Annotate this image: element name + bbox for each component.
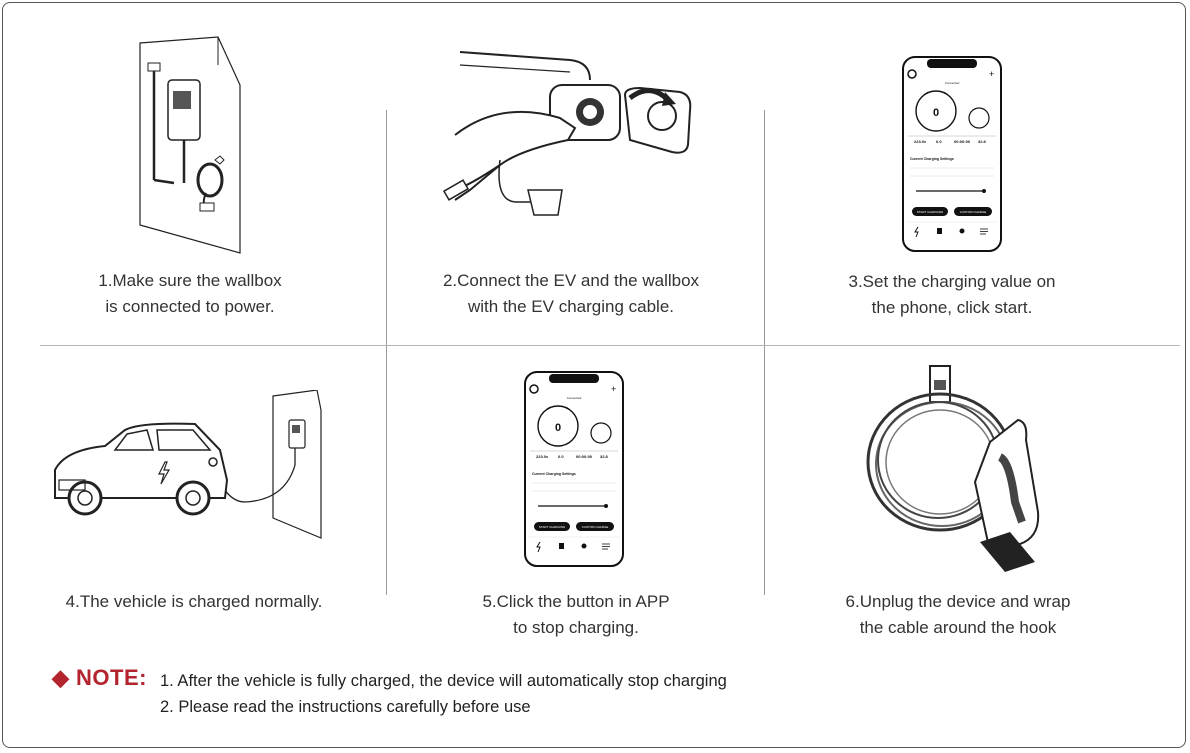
grid-divider-vertical-2 [764,110,765,595]
step-6-line-2: the cable around the hook [859,618,1057,637]
svg-text:CUSTOM CHARGE: CUSTOM CHARGE [960,210,987,214]
svg-text:START CHARGING: START CHARGING [539,525,566,529]
note-label: ◆ NOTE: [52,665,147,690]
step-3-line-2: the phone, click start. [871,298,1033,317]
step-1-line-1: 1.Make sure the wallbox [98,271,282,290]
step-1-caption: 1.Make sure the wallbox is connected to … [60,268,320,320]
svg-text:32.8: 32.8 [978,139,987,144]
step-2-line-2: with the EV charging cable. [467,297,674,316]
svg-text:0: 0 [555,422,561,434]
svg-text:0.0: 0.0 [558,454,564,459]
svg-text:Current Charging Settings: Current Charging Settings [532,472,576,476]
phone-app-illustration: + Connected 0 223.0v 0.0 00:00:00 32.8 C… [902,56,1002,252]
step-6-caption: 6.Unplug the device and wrap the cable a… [808,589,1108,641]
svg-text:223.0v: 223.0v [914,139,927,144]
svg-text:START CHARGING: START CHARGING [917,210,944,214]
svg-text:223.0v: 223.0v [536,454,549,459]
step-3-caption: 3.Set the charging value on the phone, c… [812,269,1092,321]
step-4-line-1: 4.The vehicle is charged normally. [65,592,323,611]
svg-text:Connected: Connected [567,396,582,400]
step-5-line-2: to stop charging. [513,618,639,637]
svg-text:+: + [989,69,994,79]
wallbox-on-wall-illustration [139,36,241,254]
svg-text:Current Charging Settings: Current Charging Settings [910,157,954,161]
step-1-line-2: is connected to power. [105,297,275,316]
grid-divider-horizontal [40,345,1180,346]
step-4-caption: 4.The vehicle is charged normally. [44,589,344,615]
step-6-line-1: 6.Unplug the device and wrap [845,592,1071,611]
connect-plug-illustration [442,51,692,216]
svg-text:+: + [611,384,616,394]
cable-on-hook-illustration [866,365,1040,572]
note-line-2: 2. Please read the instructions carefull… [160,698,531,716]
note-lines: 1. After the vehicle is fully charged, t… [160,668,727,720]
note-line-1: 1. After the vehicle is fully charged, t… [160,672,727,690]
svg-text:0: 0 [933,107,939,119]
svg-text:CUSTOM CHARGE: CUSTOM CHARGE [582,525,609,529]
step-2-caption: 2.Connect the EV and the wallbox with th… [396,268,746,320]
step-5-line-1: 5.Click the button in APP [482,592,670,611]
phone-status-text: Connected [945,81,960,85]
svg-text:32.8: 32.8 [600,454,609,459]
svg-text:00:00:00: 00:00:00 [576,454,593,459]
svg-text:00:00:00: 00:00:00 [954,139,971,144]
step-2-line-1: 2.Connect the EV and the wallbox [442,271,700,290]
car-charging-illustration [54,390,322,539]
grid-divider-vertical-1 [386,110,387,595]
svg-text:0.0: 0.0 [936,139,942,144]
phone-stop-illustration: + Connected 0 223.0v 0.0 00:00:00 32.8 C… [524,371,624,567]
step-3-line-1: 3.Set the charging value on [848,272,1056,291]
step-5-caption: 5.Click the button in APP to stop chargi… [436,589,716,641]
